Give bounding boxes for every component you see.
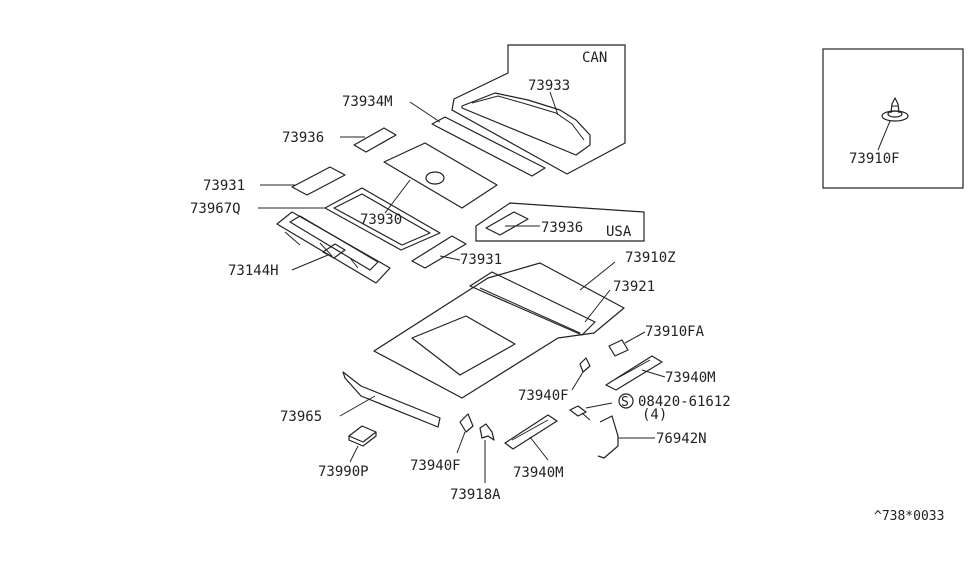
- label-can: CAN: [582, 50, 607, 66]
- label-usa: USA: [606, 224, 632, 240]
- label-73965: 73965: [280, 409, 322, 425]
- part-73990P-lamp: 73990P: [318, 425, 377, 480]
- leader-73990P: [349, 445, 359, 463]
- leader-73940F-bottom: [456, 431, 466, 454]
- clip-73910F-icon: [881, 97, 909, 122]
- part-73940F-middle: 73940F: [518, 357, 591, 404]
- leader-73931-middle: [439, 255, 461, 261]
- part-73934M: 73934M: [342, 94, 546, 177]
- label-73910FA: 73910FA: [645, 324, 705, 340]
- label-73940M-bottom: 73940M: [513, 465, 564, 481]
- part-73967Q-frame: 73967Q: [190, 187, 441, 251]
- part-08420-screw: S 08420-61612 (4): [569, 393, 731, 423]
- part-73910Z-headlining: 73910Z: [373, 250, 676, 399]
- screw-icon: [569, 405, 587, 417]
- part-73144H-housing: 73144H: [228, 211, 391, 284]
- leader-73921: [584, 289, 611, 323]
- diagram-ref-code: ^738*0033: [874, 509, 944, 524]
- leader-73940M-right: [641, 369, 666, 378]
- part-73965-strip: 73965: [280, 371, 441, 428]
- headlining-sunroof-opening: [411, 315, 516, 376]
- part-73910FA: 73910FA: [608, 324, 705, 357]
- leader-73940F-middle: [571, 371, 584, 391]
- clip-73918A-icon: [479, 423, 495, 441]
- label-73990P: 73990P: [318, 464, 369, 480]
- label-73144H: 73144H: [228, 263, 279, 279]
- part-73930-panel: 73930: [360, 142, 498, 228]
- label-73934M: 73934M: [342, 94, 393, 110]
- assist-grip-bottom-icon: [504, 414, 558, 450]
- part-73931-middle: 73931: [411, 235, 502, 269]
- label-08420: 08420-61612: [638, 394, 731, 410]
- leader-73910Z: [579, 261, 616, 291]
- usa-variant-group: 73936 USA: [475, 202, 645, 242]
- inset-73910F: 73910F: [822, 48, 964, 189]
- leader-08420: [585, 402, 613, 409]
- leader-73910FA: [624, 331, 646, 344]
- part-73940M-bottom: 73940M: [504, 414, 564, 481]
- inset-frame: [822, 48, 964, 189]
- part-73936-upper: 73936: [282, 127, 397, 153]
- label-73930: 73930: [360, 212, 402, 228]
- label-73918A: 73918A: [450, 487, 501, 503]
- label-73931-upper: 73931: [203, 178, 245, 194]
- leader-73933: [549, 91, 559, 116]
- leader-73144H: [291, 254, 329, 271]
- label-73933: 73933: [528, 78, 570, 94]
- label-73940M-right: 73940M: [665, 370, 716, 386]
- label-73910F: 73910F: [849, 151, 900, 167]
- label-73931-middle: 73931: [460, 252, 502, 268]
- label-s-symbol: S: [621, 395, 629, 410]
- part-73940M-right: 73940M: [605, 355, 716, 391]
- clip-73940F-mid-icon: [579, 357, 591, 373]
- label-73910Z: 73910Z: [625, 250, 676, 266]
- part-76942N: 76942N: [597, 415, 707, 459]
- leader-73910F: [877, 120, 891, 151]
- label-73921: 73921: [613, 279, 655, 295]
- label-73940F-bottom: 73940F: [410, 458, 461, 474]
- can-variant-group: CAN 73933: [451, 44, 626, 175]
- part-73933-shape: [461, 92, 591, 156]
- label-73940F-middle: 73940F: [518, 388, 569, 404]
- s-circle-icon: [618, 393, 634, 409]
- leader-73930: [384, 179, 411, 214]
- label-73967Q: 73967Q: [190, 201, 241, 217]
- part-73921-rail: 73921: [469, 271, 655, 336]
- label-73936-upper: 73936: [282, 130, 324, 146]
- bracket-76942N-icon: [597, 415, 619, 459]
- clip-73940F-bot-icon: [459, 413, 474, 433]
- part-73931-upper: 73931: [203, 166, 346, 196]
- label-73936-usa: 73936: [541, 220, 583, 236]
- assist-grip-right-icon: [605, 355, 663, 391]
- label-08420-qty: (4): [642, 407, 667, 423]
- can-outline: [451, 44, 626, 175]
- leader-73934M: [409, 101, 441, 123]
- usa-outline: [475, 202, 645, 242]
- part-73936-usa-shape: [485, 211, 529, 236]
- part-73940F-bottom: 73940F: [410, 413, 474, 474]
- leader-73940M-bottom: [529, 436, 549, 461]
- panel-hole: [425, 171, 445, 185]
- part-73918A: 73918A: [450, 423, 501, 503]
- clip-73910FA-icon: [608, 339, 629, 357]
- leader-73965: [339, 395, 376, 417]
- label-76942N: 76942N: [656, 431, 707, 447]
